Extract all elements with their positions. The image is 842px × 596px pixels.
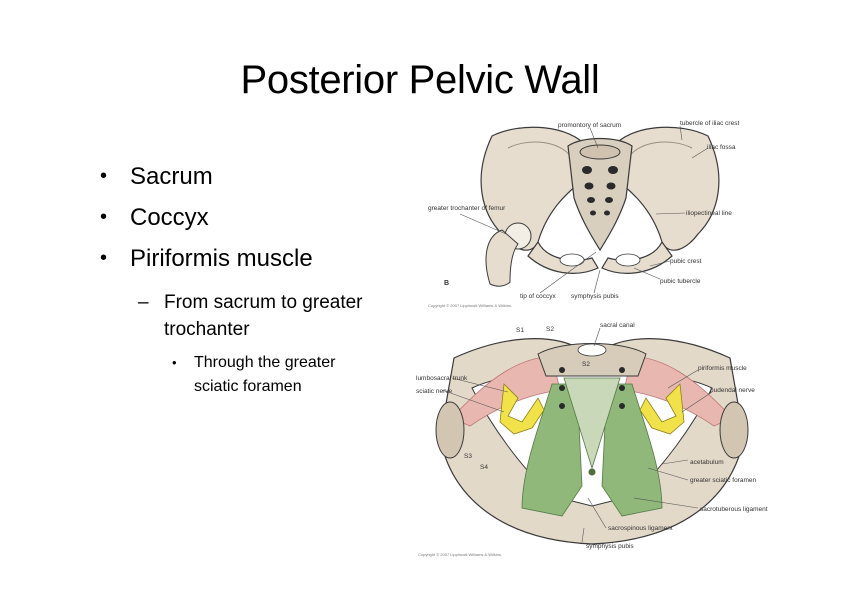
sub-bullet-text: From sacrum to greater trochanter — [164, 292, 363, 340]
label-symphysis-bottom: symphysis pubis — [586, 543, 634, 550]
bullet-dot: • — [100, 206, 108, 228]
bullet-dot: • — [100, 165, 108, 187]
label-tubercle: tubercle of iliac crest — [680, 120, 739, 127]
bullet-text: Sacrum — [130, 162, 213, 190]
label-piriformis: piriformis muscle — [698, 365, 747, 372]
label-sacrospinous: sacrospinous ligament — [608, 525, 673, 532]
label-s2: S2 — [546, 326, 554, 333]
label-pudendal: pudendal nerve — [710, 387, 755, 394]
label-greater-sciatic: greater sciatic foramen — [690, 477, 756, 484]
label-acetabulum: acetabulum — [690, 459, 724, 466]
label-s3: S3 — [464, 453, 472, 460]
label-iliac-fossa: iliac fossa — [707, 144, 736, 151]
label-iliopectineal: iliopectineal line — [686, 210, 732, 217]
label-sacrotuberous: sacrotuberous ligament — [700, 506, 768, 513]
label-s2-center: S2 — [582, 361, 590, 368]
label-greater-trochanter: greater trochanter of femur — [428, 205, 506, 212]
sub-bullet-dash: – — [138, 292, 149, 313]
sub-bullet: –From sacrum to greater trochanter — [138, 289, 398, 343]
label-lumbosacral-trunk: lumbosacral trunk — [416, 375, 468, 382]
pelvic-floor-figure: S1 S2 S2 sacral canal lumbosacral trunk … — [416, 322, 768, 557]
sub-sub-bullet: • Through the greater sciatic foramen — [172, 351, 372, 399]
slide-title: Posterior Pelvic Wall — [240, 58, 600, 102]
bullet-text: Piriformis muscle — [130, 244, 313, 272]
sub-sub-bullet-text: Through the greater sciatic foramen — [194, 354, 336, 395]
copyright-bottom: Copyright © 2007 Lippincott Williams & W… — [418, 552, 502, 557]
label-symphysis-top: symphysis pubis — [571, 293, 619, 300]
label-pubic-tubercle: pubic tubercle — [660, 278, 701, 285]
copyright-top: Copyright © 2007 Lippincott Williams & W… — [428, 303, 512, 308]
bullet-list: • Sacrum • Coccyx • Piriformis muscle –From… — [100, 156, 398, 399]
pelvic-floor-illustration — [435, 338, 749, 545]
label-tip-coccyx: tip of coccyx — [520, 293, 557, 300]
bullet-dot: • — [172, 355, 177, 370]
leader-lines — [459, 125, 709, 294]
bullet-text: Coccyx — [130, 203, 209, 231]
label-pubic-crest: pubic crest — [670, 258, 702, 265]
panel-letter: B — [444, 280, 449, 287]
label-s4: S4 — [480, 464, 488, 471]
label-sacral-canal: sacral canal — [600, 322, 635, 329]
pelvis-anterior-figure: promontory of sacrum tubercle of iliac c… — [428, 120, 739, 308]
label-s1: S1 — [516, 327, 524, 334]
leader-lines — [441, 327, 713, 543]
label-promontory: promontory of sacrum — [558, 122, 621, 129]
bullet-item: • Piriformis muscle — [100, 238, 398, 279]
bullet-item: • Sacrum — [100, 156, 398, 197]
bullet-dot: • — [100, 247, 108, 269]
label-sciatic-nerve: sciatic nerve — [416, 388, 453, 395]
bullet-item: • Coccyx — [100, 197, 398, 238]
